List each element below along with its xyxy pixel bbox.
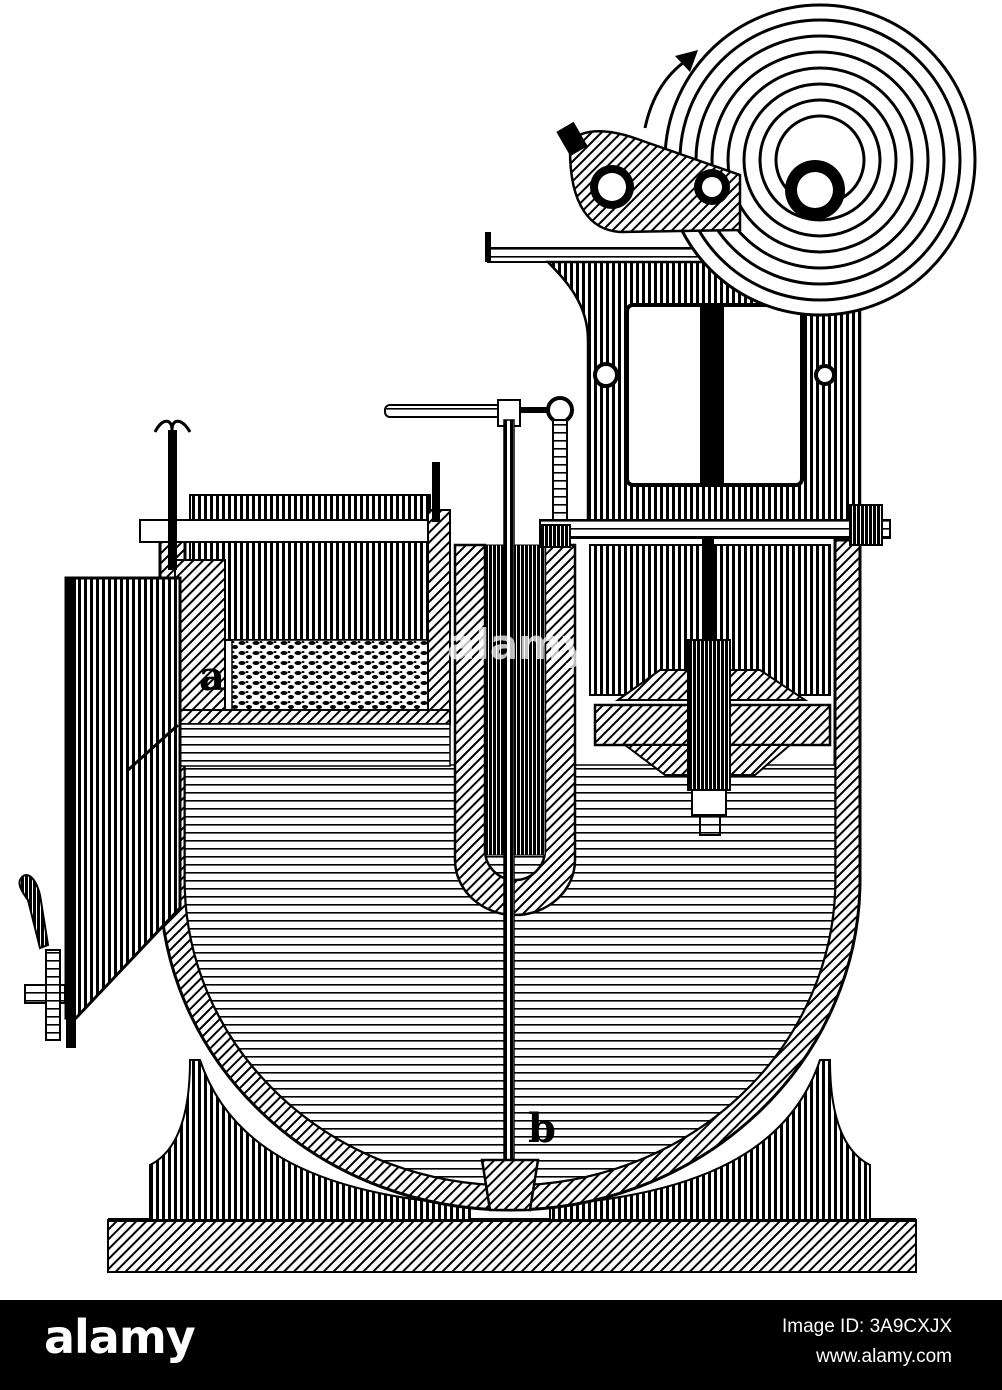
stock-footer-bar — [0, 1300, 1002, 1390]
rotation-arrow — [643, 50, 698, 129]
left-rods — [153, 419, 440, 570]
watermark: alamy — [447, 620, 590, 669]
site-url-link[interactable]: www.alamy.com — [816, 1346, 952, 1367]
engraving-illustration: a b — [18, 3, 977, 1273]
u-tube — [453, 543, 577, 917]
label-b: b — [528, 1105, 556, 1152]
stock-logo[interactable]: alamy — [44, 1310, 196, 1364]
filter-chamber — [139, 494, 451, 767]
ground-base — [107, 1218, 917, 1273]
side-door — [18, 576, 182, 1048]
control-rod — [384, 396, 574, 1212]
pedestal — [149, 1059, 871, 1221]
image-id-text: Image ID: 3A9CXJX — [781, 1316, 952, 1337]
drive-pulley — [556, 3, 977, 317]
top-frame — [485, 232, 931, 539]
label-a: a — [199, 653, 225, 700]
rim-fittings — [539, 504, 883, 548]
